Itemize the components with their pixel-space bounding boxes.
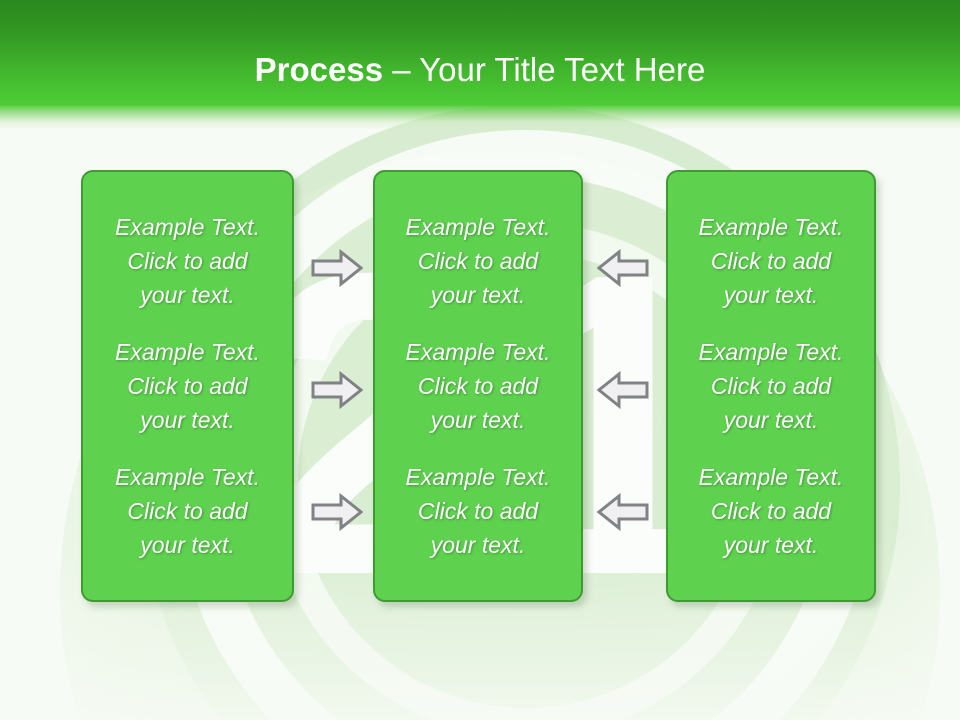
header-green-band [0, 0, 960, 106]
process-column-left[interactable]: Example Text. Click to add your text. Ex… [81, 170, 294, 602]
page-title-rest: – Your Title Text Here [392, 51, 706, 88]
page-title-strong: Process [254, 51, 393, 88]
process-column-middle[interactable]: Example Text. Click to add your text. Ex… [373, 170, 583, 602]
text-placeholder[interactable]: Example Text. Click to add your text. [698, 213, 844, 308]
arrow-left-icon[interactable] [597, 371, 649, 409]
page-title: Process – Your Title Text Here [0, 50, 960, 90]
arrow-left-icon[interactable] [597, 249, 649, 287]
header-gradient-fade [0, 104, 960, 130]
arrow-right-icon[interactable] [311, 249, 363, 287]
arrow-right-icon[interactable] [311, 493, 363, 531]
text-placeholder[interactable]: Example Text. Click to add your text. [115, 464, 260, 559]
process-column-right[interactable]: Example Text. Click to add your text. Ex… [666, 170, 876, 602]
text-placeholder[interactable]: Example Text. Click to add your text. [698, 338, 844, 433]
arrow-right-icon[interactable] [311, 371, 363, 409]
text-placeholder[interactable]: Example Text. Click to add your text. [405, 338, 551, 433]
text-placeholder[interactable]: Example Text. Click to add your text. [698, 464, 844, 559]
text-placeholder[interactable]: Example Text. Click to add your text. [115, 338, 260, 433]
text-placeholder[interactable]: Example Text. Click to add your text. [405, 464, 551, 559]
text-placeholder[interactable]: Example Text. Click to add your text. [405, 213, 551, 308]
slide-header: Process – Your Title Text Here [0, 0, 960, 130]
arrow-left-icon[interactable] [597, 493, 649, 531]
text-placeholder[interactable]: Example Text. Click to add your text. [115, 213, 260, 308]
